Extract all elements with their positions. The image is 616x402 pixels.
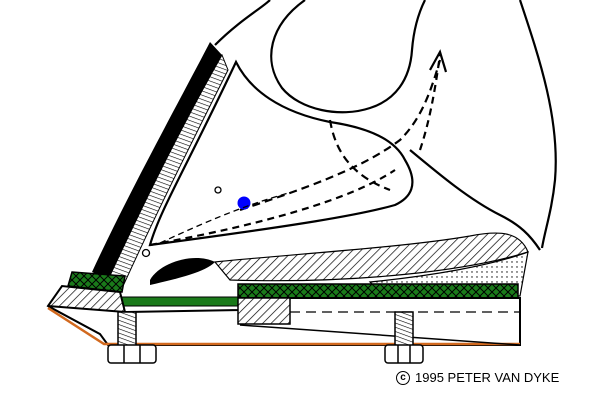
pedal-bone-dash	[159, 189, 301, 244]
small-circle-upper	[214, 186, 222, 194]
bolt-front	[107, 311, 157, 364]
wedge-diagonal	[239, 324, 521, 346]
green-strip	[119, 296, 241, 307]
deep-flexor-line	[239, 59, 442, 212]
toe-pad-green	[67, 271, 126, 293]
frog-black	[150, 258, 215, 285]
laminae-band	[107, 53, 229, 285]
flexor-line-lower	[149, 169, 396, 247]
arrow-line	[418, 54, 442, 151]
digital-cushion-hatch	[213, 232, 529, 282]
heel-insert-block	[237, 297, 291, 325]
shoe-orange-edge	[47, 306, 520, 346]
bolt-rear	[384, 311, 424, 364]
copyright-notice: c 1995 PETER VAN DYKE	[396, 370, 559, 385]
heel-pad-crosshatch	[237, 283, 519, 299]
short-pastern-outline	[148, 59, 414, 247]
navicular-region	[328, 119, 391, 192]
front-pastern-line	[214, 0, 271, 46]
heel-bulb-contour	[409, 149, 541, 251]
copyright-text: 1995 PETER VAN DYKE	[415, 370, 560, 385]
leg-outline	[148, 0, 557, 251]
small-circle-lower	[141, 248, 151, 258]
rear-leg-contour	[518, 0, 557, 249]
pastern-bone-outline	[270, 0, 426, 114]
arrow-head	[429, 49, 448, 73]
copyright-icon: c	[396, 370, 410, 385]
hoof-wall-outer	[92, 42, 222, 280]
